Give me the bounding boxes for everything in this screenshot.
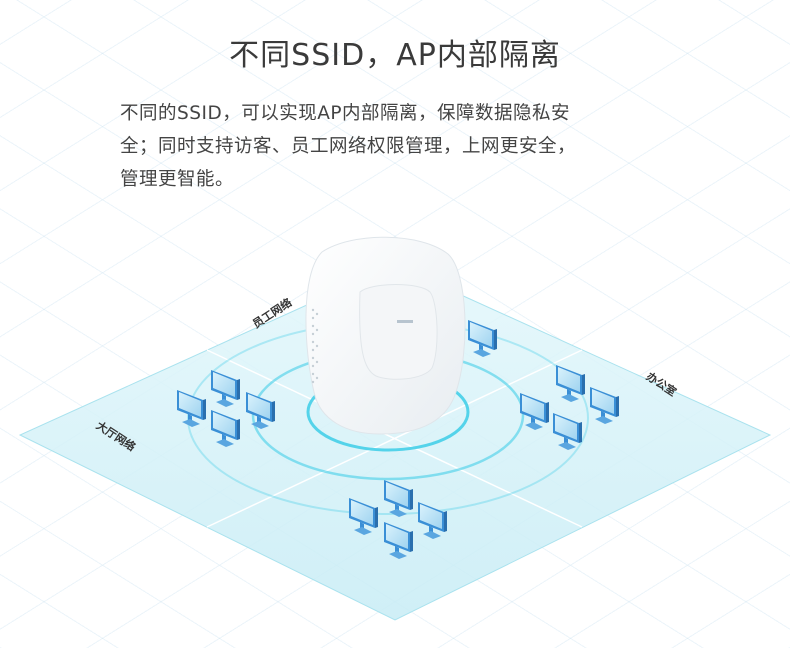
network-illustration: 员工网络 办公室 大厅网络 [0,220,790,648]
page-title: 不同SSID，AP内部隔离 [229,38,561,73]
description-line-2: 全；同时支持访客、员工网络权限管理，上网更安全， [120,136,577,157]
description-line-3: 管理更智能。 [120,169,235,190]
description-text: 不同的SSID，可以实现AP内部隔离，保障数据隐私安 全；同时支持访客、员工网络… [120,97,680,196]
floor-plane [20,265,770,620]
divider-line [206,349,583,528]
access-point-icon [305,236,466,435]
description-line-1: 不同的SSID，可以实现AP内部隔离，保障数据隐私安 [120,103,571,124]
floor-diagram [18,236,772,621]
